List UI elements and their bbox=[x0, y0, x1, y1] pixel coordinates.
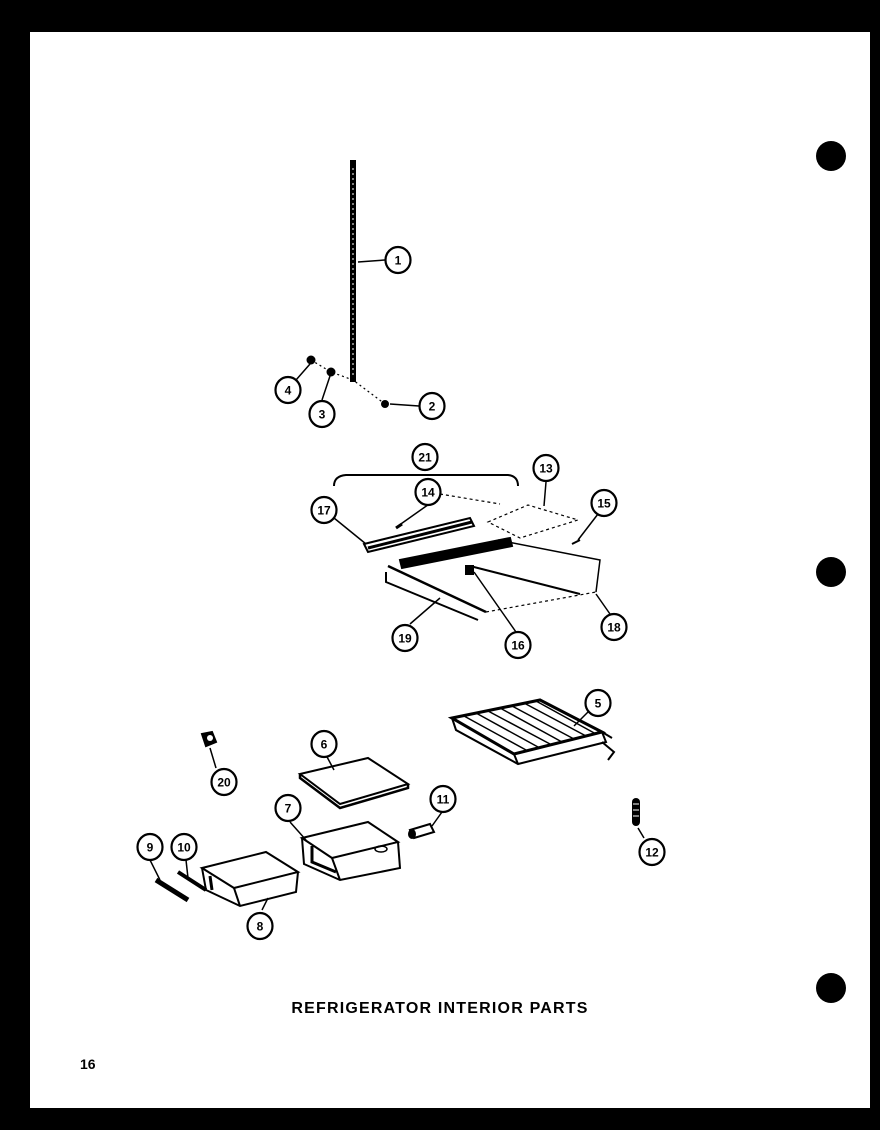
callout-circle bbox=[308, 399, 336, 429]
callout-number: 19 bbox=[398, 632, 412, 646]
callout-circle bbox=[429, 784, 457, 814]
callout-number: 21 bbox=[418, 451, 432, 465]
callout-16: 16 bbox=[504, 630, 532, 660]
callout-circle bbox=[391, 623, 419, 653]
diagram-sheet bbox=[30, 32, 870, 1108]
callout-8: 8 bbox=[246, 911, 274, 941]
leader-lines bbox=[149, 259, 645, 911]
callout-number: 11 bbox=[437, 793, 450, 807]
diagram-caption: REFRIGERATOR INTERIOR PARTS bbox=[291, 1000, 589, 1017]
part-fasteners bbox=[306, 355, 389, 408]
callout-circle bbox=[600, 612, 628, 642]
part-wire-shelf bbox=[447, 698, 616, 766]
callout-14: 14 bbox=[414, 477, 442, 507]
callout-number: 7 bbox=[285, 802, 292, 816]
callout-circle bbox=[411, 442, 439, 472]
callout-circle bbox=[532, 453, 560, 483]
callout-3: 3 bbox=[308, 399, 336, 429]
callout-circle bbox=[274, 375, 302, 405]
callout-number: 20 bbox=[217, 776, 231, 790]
callout-circle bbox=[418, 391, 446, 421]
callout-number: 13 bbox=[539, 462, 553, 476]
part-shelf-assembly bbox=[362, 493, 601, 621]
callout-circle bbox=[246, 911, 274, 941]
callout-10: 10 bbox=[170, 832, 198, 862]
callout-circle bbox=[210, 767, 238, 797]
callout-number: 17 bbox=[317, 504, 331, 518]
callout-12: 12 bbox=[638, 837, 666, 867]
callout-number: 18 bbox=[607, 621, 621, 635]
callout-1: 1 bbox=[384, 245, 412, 275]
callout-7: 7 bbox=[274, 793, 302, 823]
callout-circle bbox=[310, 729, 338, 759]
callout-circle bbox=[384, 245, 412, 275]
callout-number: 15 bbox=[597, 497, 611, 511]
callout-circle bbox=[310, 495, 338, 525]
part-crisper-8 bbox=[199, 850, 301, 908]
callout-number: 3 bbox=[319, 408, 326, 422]
callout-number: 2 bbox=[429, 400, 436, 414]
callout-circle bbox=[274, 793, 302, 823]
callout-15: 15 bbox=[590, 488, 618, 518]
punch-hole-middle bbox=[816, 557, 846, 587]
part-bracket-11 bbox=[408, 822, 436, 840]
part-crisper-7 bbox=[299, 820, 402, 882]
callout-20: 20 bbox=[210, 767, 238, 797]
callout-13: 13 bbox=[532, 453, 560, 483]
callout-number: 1 bbox=[395, 254, 402, 268]
callout-number: 9 bbox=[147, 841, 154, 855]
page-number: 16 bbox=[80, 1056, 96, 1072]
callout-19: 19 bbox=[391, 623, 419, 653]
assembly-bracket bbox=[333, 474, 519, 487]
callout-18: 18 bbox=[600, 612, 628, 642]
callout-circle bbox=[584, 688, 612, 718]
callout-2: 2 bbox=[418, 391, 446, 421]
part-slides bbox=[154, 870, 208, 903]
callout-number: 5 bbox=[595, 697, 602, 711]
callout-circle bbox=[590, 488, 618, 518]
part-glass-shelf bbox=[297, 756, 411, 810]
callout-circle bbox=[504, 630, 532, 660]
callout-circle bbox=[170, 832, 198, 862]
callout-circle bbox=[638, 837, 666, 867]
callout-number: 12 bbox=[645, 846, 659, 860]
callout-4: 4 bbox=[274, 375, 302, 405]
callout-11: 11 bbox=[429, 784, 457, 814]
part-rod bbox=[350, 160, 356, 382]
callout-5: 5 bbox=[584, 688, 612, 718]
callout-number: 6 bbox=[321, 738, 328, 752]
callout-6: 6 bbox=[310, 729, 338, 759]
callout-number: 8 bbox=[257, 920, 264, 934]
callout-9: 9 bbox=[136, 832, 164, 862]
punch-hole-bottom bbox=[816, 973, 846, 1003]
callout-21: 21 bbox=[411, 442, 439, 472]
part-spring-12 bbox=[632, 798, 640, 826]
callout-number: 14 bbox=[421, 486, 435, 500]
callout-circle bbox=[414, 477, 442, 507]
callout-number: 4 bbox=[285, 384, 292, 398]
part-knob-20 bbox=[200, 730, 218, 748]
callout-17: 17 bbox=[310, 495, 338, 525]
punch-hole-top bbox=[816, 141, 846, 171]
callout-number: 10 bbox=[177, 841, 191, 855]
callout-circle bbox=[136, 832, 164, 862]
callout-number: 16 bbox=[511, 639, 525, 653]
